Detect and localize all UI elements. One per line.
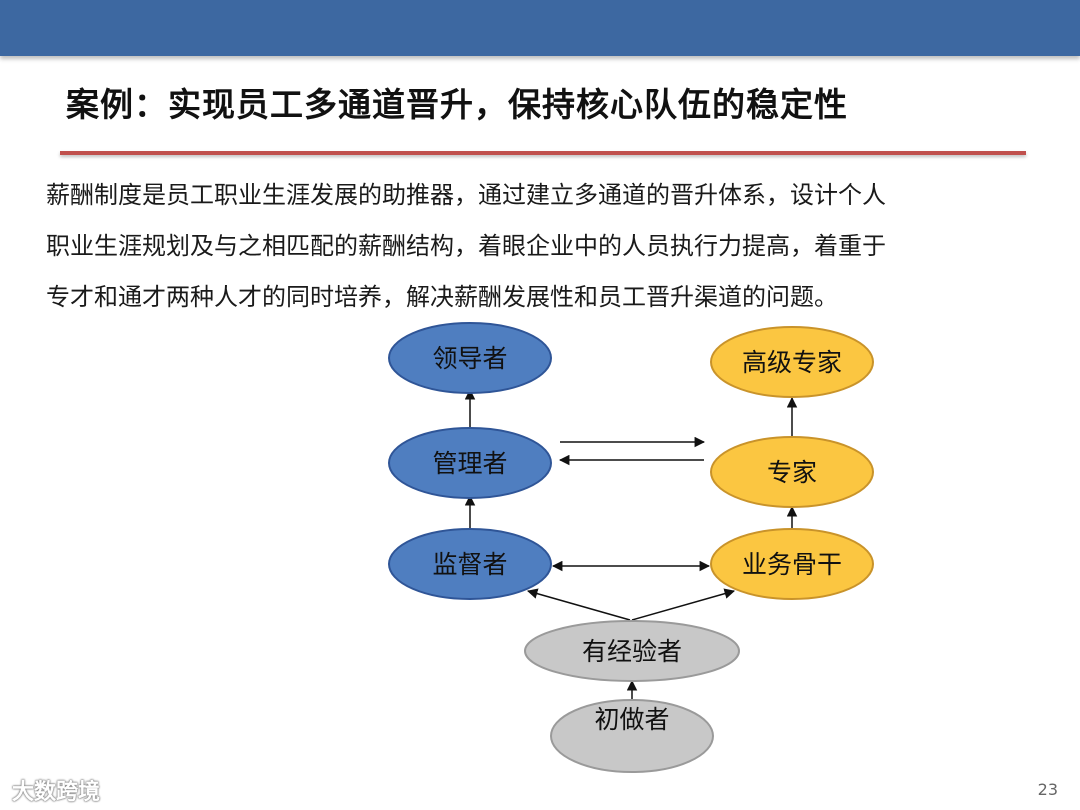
- watermark-logo: 大数跨境: [12, 780, 101, 805]
- node-expert-shape: [710, 436, 874, 508]
- node-leader: 领导者: [388, 322, 552, 394]
- node-beginner-label: 初做者: [594, 705, 669, 734]
- title-underline: [60, 151, 1026, 155]
- node-manager: 管理者: [388, 427, 552, 499]
- page-number: 23: [1037, 780, 1058, 799]
- node-experienced-shape: [524, 620, 740, 682]
- node-expert: 专家: [710, 436, 874, 508]
- slide-title: 案例：实现员工多通道晋升，保持核心队伍的稳定性: [66, 85, 848, 124]
- node-senior-expert: 高级专家: [710, 326, 874, 398]
- node-experienced-label: 有经验者: [582, 637, 682, 666]
- node-experienced: 有经验者: [524, 620, 740, 682]
- node-backbone: 业务骨干: [710, 528, 874, 600]
- node-beginner: 初做者: [550, 699, 714, 773]
- node-leader-shape: [388, 322, 552, 394]
- arrow-experienced-to-backbone: [631, 588, 736, 621]
- node-beginner-shape: [550, 699, 714, 773]
- node-senior-expert-label: 高级专家: [742, 348, 842, 377]
- node-expert-label: 专家: [767, 458, 817, 487]
- node-backbone-label: 业务骨干: [742, 550, 842, 579]
- node-supervisor-label: 监督者: [432, 550, 507, 579]
- header-band: [0, 0, 1080, 56]
- paragraph-line-1: 薪酬制度是员工职业生涯发展的助推器，通过建立多通道的晋升体系，设计个人: [46, 181, 886, 209]
- paragraph-line-2: 职业生涯规划及与之相匹配的薪酬结构，着眼企业中的人员执行力提高，着重于: [46, 232, 886, 260]
- node-supervisor-shape: [388, 528, 552, 600]
- arrow-experienced-to-supervisor: [526, 588, 631, 621]
- node-leader-label: 领导者: [432, 344, 507, 373]
- node-senior-expert-shape: [710, 326, 874, 398]
- node-manager-label: 管理者: [432, 449, 507, 478]
- body-paragraph: 薪酬制度是员工职业生涯发展的助推器，通过建立多通道的晋升体系，设计个人 职业生涯…: [46, 170, 1046, 323]
- node-backbone-shape: [710, 528, 874, 600]
- node-manager-shape: [388, 427, 552, 499]
- paragraph-line-3: 专才和通才两种人才的同时培养，解决薪酬发展性和员工晋升渠道的问题。: [46, 283, 838, 311]
- node-supervisor: 监督者: [388, 528, 552, 600]
